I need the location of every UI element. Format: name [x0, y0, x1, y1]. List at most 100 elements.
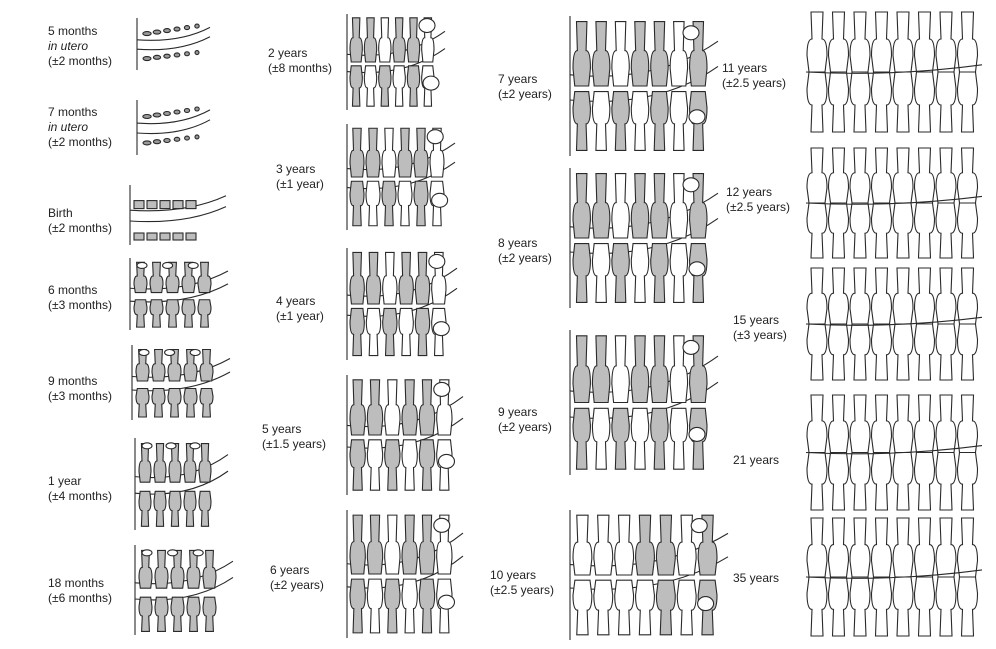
upper-deciduous-tooth: [198, 442, 212, 483]
lower-deciduous-tooth: [153, 490, 167, 527]
lower-tooth: [669, 91, 689, 151]
stage-range: (±1 year): [276, 309, 324, 323]
tooth-bud: [184, 135, 190, 141]
lower-tooth: [614, 579, 635, 636]
lower-tooth: [591, 91, 611, 151]
lower-deciduous-tooth: [181, 299, 196, 328]
permanent-molar-germ: [682, 25, 700, 41]
lower-deciduous-tooth: [154, 596, 169, 632]
stage-label-4y: 4 years(±1 year): [276, 294, 324, 324]
tooth-bud: [142, 56, 152, 62]
upper-permanent-tooth: [913, 517, 936, 578]
dentition-drawing-35y: [805, 517, 983, 637]
stage-note: in utero: [48, 120, 89, 134]
dentition-drawing-9y: [569, 330, 719, 475]
upper-tooth: [669, 173, 689, 239]
stage-range: (±3 years): [733, 328, 787, 342]
stage-age: 6 months: [48, 283, 98, 297]
lower-permanent-tooth: [892, 71, 914, 133]
upper-permanent-tooth: [806, 11, 828, 73]
upper-tooth: [378, 17, 392, 63]
upper-permanent-tooth: [892, 394, 914, 454]
lower-permanent-tooth: [827, 451, 850, 511]
stage-age: 2 years: [268, 46, 308, 60]
lower-permanent-tooth: [870, 71, 893, 133]
upper-tooth: [650, 21, 669, 87]
permanent-germ: [141, 549, 153, 557]
lower-tooth: [401, 578, 418, 634]
stage-range: (±2 years): [498, 87, 552, 101]
stage-label-6m: 6 months(±3 months): [48, 283, 112, 313]
dentition-drawing-8y: [569, 168, 719, 308]
dentition-drawing-10y: [569, 510, 729, 640]
lower-permanent-tooth: [892, 576, 914, 637]
upper-deciduous-tooth: [167, 348, 182, 382]
lower-tooth: [392, 65, 406, 107]
permanent-germ: [192, 549, 204, 557]
dentition-drawing-4y: [346, 248, 458, 360]
upper-tooth: [572, 514, 593, 576]
lower-deciduous-tooth: [168, 490, 182, 527]
upper-permanent-tooth: [827, 11, 850, 73]
upper-tooth: [591, 173, 611, 239]
stage-label-21y: 21 years: [733, 453, 779, 468]
permanent-molar-germ: [688, 261, 706, 277]
occlusal-line: [805, 316, 983, 326]
tooth-bud: [173, 109, 181, 115]
lower-tooth: [630, 407, 650, 470]
lower-deciduous-tooth: [167, 387, 182, 418]
lower-permanent-tooth: [849, 71, 871, 133]
upper-tooth: [398, 251, 414, 305]
lower-tooth: [669, 407, 689, 470]
upper-permanent-tooth: [935, 267, 957, 325]
dentition-drawing-birth: [129, 185, 227, 245]
lower-permanent-tooth: [935, 323, 957, 381]
tooth-bud: [152, 112, 162, 118]
stage-age: 18 months: [48, 576, 105, 590]
tooth-bud: [163, 53, 171, 59]
permanent-germ: [187, 261, 199, 269]
permanent-germ: [167, 549, 179, 557]
stage-label-35y: 35 years: [733, 571, 779, 586]
upper-deciduous-tooth: [170, 549, 185, 589]
lower-permanent-tooth: [913, 202, 936, 259]
upper-tooth: [349, 17, 363, 63]
lower-permanent-tooth: [913, 323, 936, 381]
deciduous-crown: [133, 200, 145, 210]
permanent-germ: [165, 442, 177, 450]
permanent-molar-germ: [688, 426, 706, 442]
lower-deciduous-tooth: [149, 299, 164, 328]
upper-tooth: [614, 514, 635, 576]
stage-label-7y: 7 years(±2 years): [498, 72, 552, 102]
lower-tooth: [349, 180, 365, 227]
stage-range: (±1 year): [276, 177, 324, 191]
tooth-bud: [173, 136, 181, 142]
upper-permanent-tooth: [870, 517, 893, 578]
permanent-molar-germ: [690, 518, 708, 534]
upper-permanent-tooth: [935, 11, 957, 73]
tooth-bud: [173, 52, 181, 58]
upper-tooth: [363, 17, 378, 63]
deciduous-crown: [185, 232, 197, 241]
lower-tooth: [349, 65, 363, 107]
upper-jaw-contour: [136, 26, 211, 41]
tooth-bud: [194, 134, 200, 140]
stage-label-8y: 8 years(±2 years): [498, 236, 552, 266]
stage-age: 7 years: [498, 72, 538, 86]
lower-permanent-tooth: [870, 451, 893, 511]
lower-tooth: [655, 579, 676, 636]
upper-permanent-tooth: [956, 147, 979, 204]
upper-deciduous-tooth: [153, 442, 167, 483]
deciduous-crown: [159, 232, 171, 241]
upper-permanent-tooth: [956, 11, 979, 73]
upper-deciduous-tooth: [149, 261, 164, 294]
lower-tooth: [366, 578, 384, 634]
upper-permanent-tooth: [913, 11, 936, 73]
lower-tooth: [611, 91, 630, 151]
lower-tooth: [384, 439, 401, 491]
lower-permanent-tooth: [827, 323, 850, 381]
deciduous-crown: [146, 200, 158, 210]
upper-tooth: [406, 17, 421, 63]
upper-tooth: [591, 21, 611, 87]
